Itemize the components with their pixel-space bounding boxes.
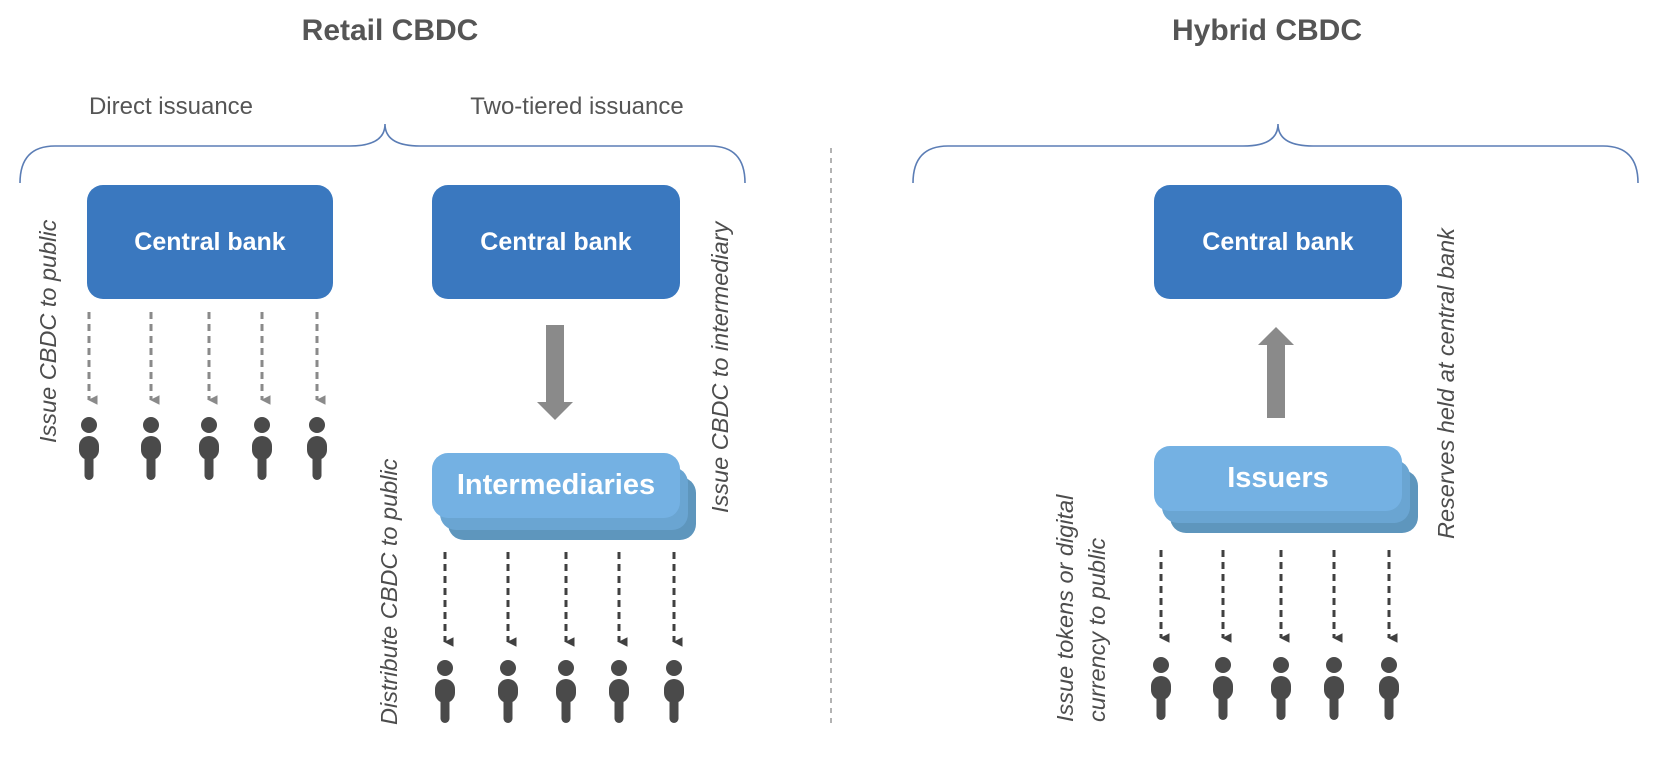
issue-tokens-label-line2: currency to public [1084,537,1110,722]
direct-dashed-arrows [87,312,326,405]
hybrid-up-arrow [1258,327,1294,418]
intermediaries-box: Intermediaries [432,453,680,518]
issuers-box: Issuers [1154,446,1402,511]
hybrid-cbdc-title: Hybrid CBDC [1171,14,1363,47]
issue-cbdc-to-public-label: Issue CBDC to public [35,219,61,443]
central-bank-box-two-tier: Central bank [432,185,680,299]
issue-cbdc-to-intermediary-label: Issue CBDC to intermediary [707,221,733,513]
person-icon [664,660,684,723]
hybrid-brace [912,123,1639,184]
person-icon [141,417,161,480]
person-icon [498,660,518,723]
person-icon [1379,657,1399,720]
central-bank-label: Central bank [134,227,286,256]
person-icon [609,660,629,723]
central-bank-label: Central bank [1202,227,1354,256]
two-tier-down-arrow [537,325,573,420]
person-icon [1213,657,1233,720]
two-tier-dashed-arrows [443,552,683,647]
person-icon [79,417,99,480]
retail-brace [19,123,746,184]
issue-tokens-label-line1: Issue tokens or digital [1052,494,1078,722]
person-icon [199,417,219,480]
issuers-label: Issuers [1227,462,1329,494]
two-tiered-issuance-label: Two-tiered issuance [470,93,684,120]
central-bank-box-hybrid: Central bank [1154,185,1402,299]
person-icon [1324,657,1344,720]
person-icon [1271,657,1291,720]
hybrid-dashed-arrows [1159,550,1398,643]
person-icon [252,417,272,480]
person-icon [556,660,576,723]
central-bank-label: Central bank [480,227,632,256]
person-icon [435,660,455,723]
intermediaries-label: Intermediaries [456,469,656,501]
person-icon [307,417,327,480]
retail-cbdc-title: Retail CBDC [301,14,479,47]
direct-issuance-label: Direct issuance [88,93,254,120]
person-icon [1151,657,1171,720]
reserves-held-label: Reserves held at central bank [1433,228,1459,539]
central-bank-box-direct: Central bank [87,185,333,299]
distribute-cbdc-to-public-label: Distribute CBDC to public [376,458,402,725]
